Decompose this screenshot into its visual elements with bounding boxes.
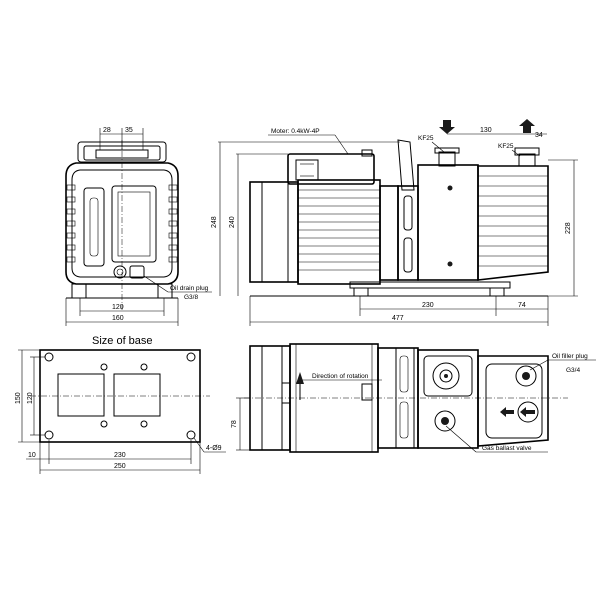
base-view-title: Size of base bbox=[92, 335, 153, 347]
dim-230-side: 230 bbox=[422, 302, 434, 309]
dim-120-front: 120 bbox=[112, 304, 124, 311]
dim-250: 250 bbox=[114, 463, 126, 470]
oil-filler-thread-label: G3/4 bbox=[566, 367, 580, 374]
oil-filler-plug-label: Oil filler plug bbox=[552, 353, 588, 360]
dim-34: 34 bbox=[535, 132, 543, 139]
holes-label: 4-Ø9 bbox=[206, 445, 222, 452]
dim-477: 477 bbox=[392, 315, 404, 322]
rotation-label: Direction of rotation bbox=[312, 373, 369, 380]
dim-120-base: 120 bbox=[27, 392, 34, 404]
motor-label: Moter: 0.4kW-4P bbox=[271, 128, 320, 135]
base-view: Size of base 150 120 10 230 250 4-Ø9 bbox=[15, 335, 226, 474]
dim-240: 240 bbox=[229, 216, 236, 228]
oil-drain-plug-label: Oil drain plug bbox=[170, 285, 209, 292]
dim-150: 150 bbox=[15, 392, 22, 404]
outlet-flow-icon bbox=[520, 407, 535, 417]
dim-130: 130 bbox=[480, 127, 492, 134]
front-view: 28 35 bbox=[65, 127, 212, 326]
dim-74: 74 bbox=[518, 302, 526, 309]
dim-160-front: 160 bbox=[112, 315, 124, 322]
gas-ballast-label: Gas ballast valve bbox=[482, 445, 532, 452]
dim-228: 228 bbox=[565, 222, 572, 234]
dim-10: 10 bbox=[28, 452, 36, 459]
dim-230-base: 230 bbox=[114, 452, 126, 459]
oil-drain-thread-label: G3/8 bbox=[184, 294, 198, 301]
dim-35: 35 bbox=[125, 127, 133, 134]
dim-78: 78 bbox=[231, 420, 238, 428]
inlet-kf25-label: KF25 bbox=[418, 135, 434, 142]
side-view: 130 34 Moter: 0.4kW-4P KF25 KF25 bbox=[211, 119, 578, 326]
rotation-arrow-icon bbox=[296, 372, 304, 384]
dim-248: 248 bbox=[211, 216, 218, 228]
inlet-arrow-icon bbox=[439, 120, 455, 134]
outlet-kf25-label: KF25 bbox=[498, 143, 514, 150]
dim-28: 28 bbox=[103, 127, 111, 134]
top-view: Direction of rotation 78 Oil filler plug bbox=[231, 343, 596, 453]
flow-arrow-icon bbox=[500, 407, 514, 417]
outlet-arrow-icon bbox=[519, 119, 535, 133]
